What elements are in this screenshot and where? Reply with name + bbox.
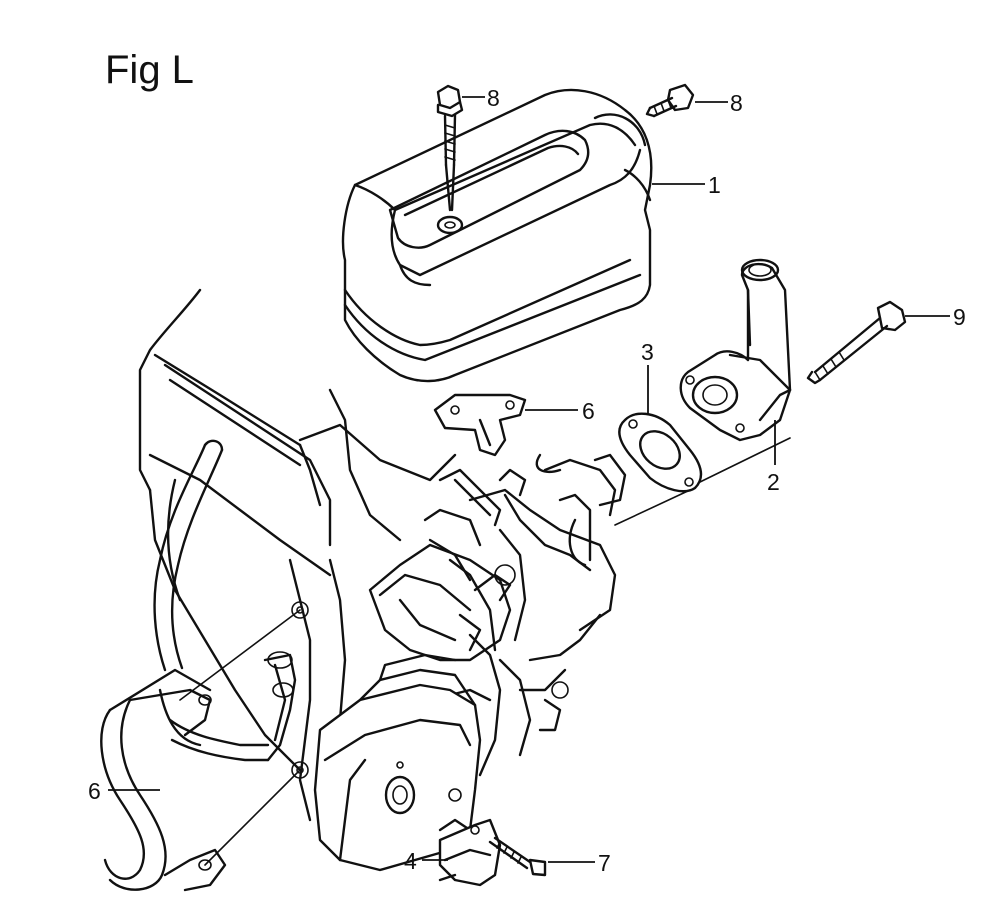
callout-label: 2 (767, 469, 780, 495)
throttle-rod (153, 439, 224, 672)
fuel-hose (168, 651, 297, 762)
callout-4: 4 (404, 848, 448, 874)
bolt-8-vertical (436, 84, 464, 212)
figure-title: Fig L (105, 48, 194, 92)
callout-1: 1 (652, 172, 721, 198)
screw-7 (488, 836, 547, 877)
callout-6-upper: 6 (525, 398, 595, 424)
assembly-lines (179, 437, 791, 866)
callout-label: 6 (582, 398, 595, 424)
stud-bolt-9 (806, 300, 907, 385)
muffler (313, 653, 482, 872)
callout-label: 4 (404, 848, 417, 874)
callout-2: 2 (767, 420, 780, 495)
callout-8-right: 8 (695, 90, 743, 116)
callout-label: 6 (88, 778, 101, 804)
air-cleaner-cover (341, 88, 653, 383)
air-cleaner-bracket (433, 393, 527, 457)
callout-9: 9 (905, 304, 966, 330)
carburetor (368, 453, 627, 777)
callout-label: 8 (487, 85, 500, 111)
engine-block (138, 288, 457, 822)
air-cleaner-elbow (679, 258, 792, 442)
muffler-protector (438, 818, 502, 887)
callout-label: 1 (708, 172, 721, 198)
callout-label: 8 (730, 90, 743, 116)
callout-8-top: 8 (462, 85, 500, 111)
callout-label: 7 (598, 850, 611, 876)
bolt-8-angled (645, 83, 695, 118)
muffler-protector-bracket (100, 668, 227, 892)
crankcase-bosses (291, 601, 309, 779)
callout-label: 9 (953, 304, 966, 330)
callout-label: 3 (641, 339, 654, 365)
callout-6-lower: 6 (88, 778, 160, 804)
callout-3: 3 (641, 339, 654, 415)
callout-7: 7 (548, 850, 611, 876)
insulator-gasket (618, 412, 703, 493)
